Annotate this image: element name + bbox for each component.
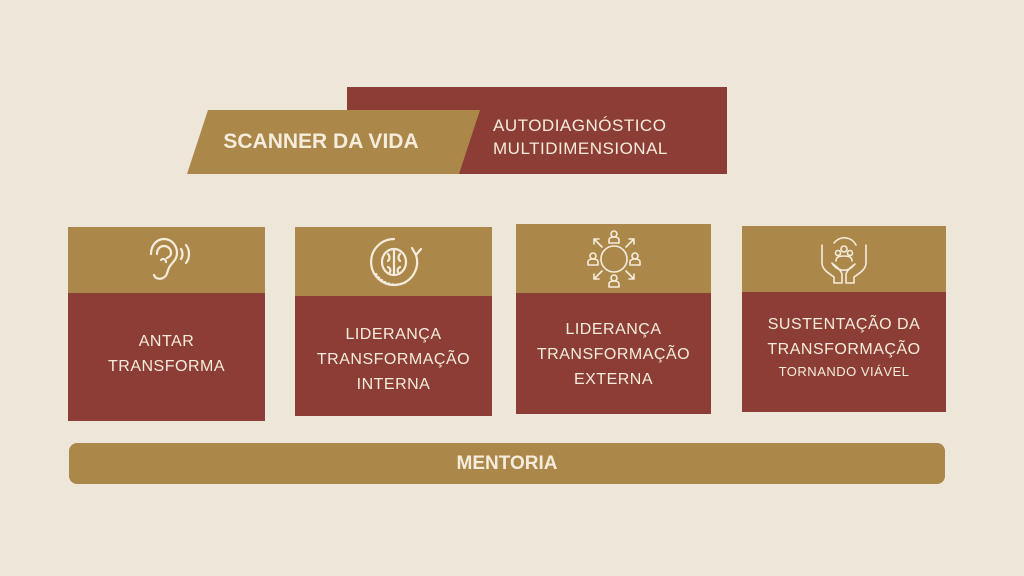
hands-community-icon — [821, 237, 867, 284]
card-sustentacao: SUSTENTAÇÃO DA TRANSFORMAÇÃO TORNANDO VI… — [742, 226, 946, 412]
subtitle-line: AUTODIAGNÓSTICO — [493, 116, 667, 135]
page-title: SCANNER DA VIDA — [223, 130, 419, 153]
subtitle-line: MULTIDIMENSIONAL — [493, 139, 668, 158]
card-body: LIDERANÇA TRANSFORMAÇÃO INTERNA — [295, 296, 492, 416]
header-gold-banner — [187, 110, 480, 174]
card-header — [68, 227, 265, 293]
brain-cycle-icon — [369, 237, 422, 286]
card-text: TRANSFORMAÇÃO — [767, 341, 921, 358]
card-text: ANTAR — [138, 333, 195, 350]
card-text: EXTERNA — [573, 371, 654, 388]
card-body: SUSTENTAÇÃO DA TRANSFORMAÇÃO TORNANDO VI… — [742, 292, 946, 412]
card-text: TRANSFORMAÇÃO — [536, 346, 691, 363]
mentoria-bar: MENTORIA — [69, 443, 945, 484]
card-text: LIDERANÇA — [565, 321, 662, 338]
card-lideranca-externa: LIDERANÇA TRANSFORMAÇÃO EXTERNA — [516, 224, 711, 414]
card-text: LIDERANÇA — [345, 326, 442, 343]
ear-icon — [149, 237, 190, 280]
card-body: ANTAR TRANSFORMA — [68, 293, 265, 421]
card-body: LIDERANÇA TRANSFORMAÇÃO EXTERNA — [516, 293, 711, 414]
network-people-icon — [586, 229, 641, 288]
card-lideranca-interna: LIDERANÇA TRANSFORMAÇÃO INTERNA — [295, 227, 492, 416]
card-text: INTERNA — [356, 376, 431, 393]
card-text: TRANSFORMA — [108, 358, 225, 375]
card-header — [516, 224, 711, 293]
page-subtitle: AUTODIAGNÓSTICO MULTIDIMENSIONAL — [493, 114, 668, 160]
card-note: TORNANDO VIÁVEL — [778, 364, 910, 379]
card-antar: ANTAR TRANSFORMA — [68, 227, 265, 421]
card-text: SUSTENTAÇÃO DA — [767, 316, 921, 333]
card-text: TRANSFORMAÇÃO — [316, 351, 471, 368]
card-header — [742, 226, 946, 292]
card-header — [295, 227, 492, 296]
